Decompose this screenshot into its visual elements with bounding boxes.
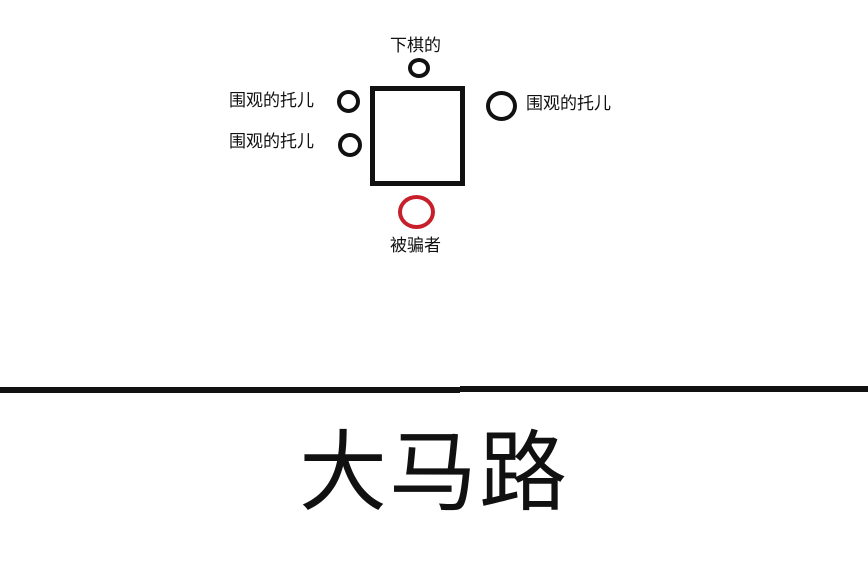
- chess-table: [370, 86, 465, 186]
- player-label: 下棋的: [390, 36, 441, 56]
- shill-left-bottom-label: 围观的托儿: [229, 132, 314, 152]
- shill-left-top-circle-icon: [337, 90, 360, 113]
- shill-left-top-label: 围观的托儿: [229, 91, 314, 111]
- shill-left-bottom-circle-icon: [338, 133, 362, 157]
- shill-right-circle-icon: [486, 91, 517, 121]
- victim-circle-icon: [398, 195, 435, 229]
- player-circle-icon: [408, 58, 430, 78]
- road-edge-line-right: [460, 386, 868, 392]
- victim-label: 被骗者: [390, 236, 441, 256]
- shill-right-label: 围观的托儿: [526, 94, 611, 114]
- road-edge-line-left: [0, 387, 460, 393]
- road-label: 大马路: [298, 421, 569, 524]
